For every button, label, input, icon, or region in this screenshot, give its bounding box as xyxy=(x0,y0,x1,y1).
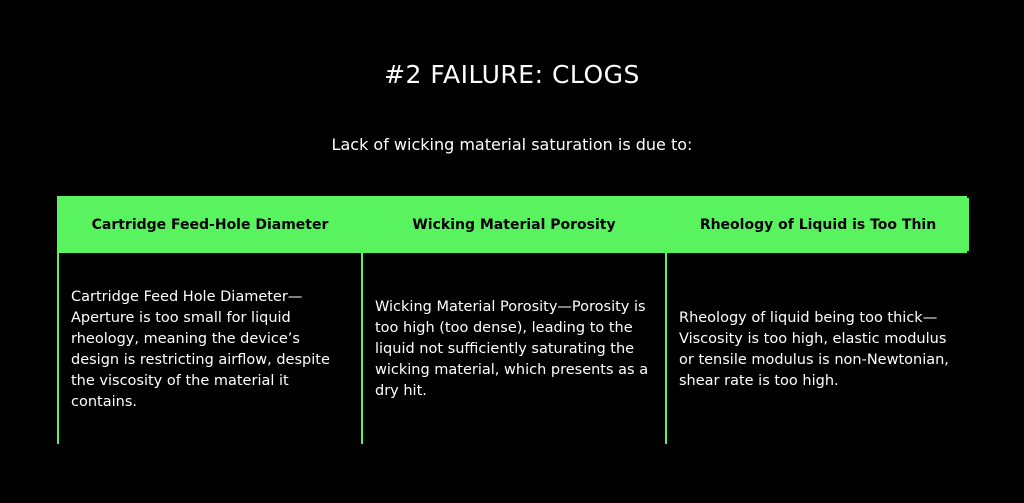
failure-causes-table: Cartridge Feed-Hole Diameter Wicking Mat… xyxy=(57,196,969,446)
slide-subtitle: Lack of wicking material saturation is d… xyxy=(331,135,693,154)
table-cell-feed-hole: Cartridge Feed Hole Diameter—Aperture is… xyxy=(59,253,361,446)
table-header-feed-hole: Cartridge Feed-Hole Diameter xyxy=(59,198,361,251)
table-cell-porosity: Wicking Material Porosity—Porosity is to… xyxy=(363,253,665,446)
slide-title: #2 FAILURE: CLOGS xyxy=(384,60,640,89)
table-header-porosity: Wicking Material Porosity xyxy=(363,198,665,251)
table-cell-text: Wicking Material Porosity—Porosity is to… xyxy=(375,299,649,399)
table-cell-text: Cartridge Feed Hole Diameter—Aperture is… xyxy=(71,288,330,410)
table-cell-rheology: Rheology of liquid being too thick—Visco… xyxy=(667,253,969,446)
table-header-rheology: Rheology of Liquid is Too Thin xyxy=(667,198,969,251)
table-cell-text: Rheology of liquid being too thick—Visco… xyxy=(679,309,949,389)
